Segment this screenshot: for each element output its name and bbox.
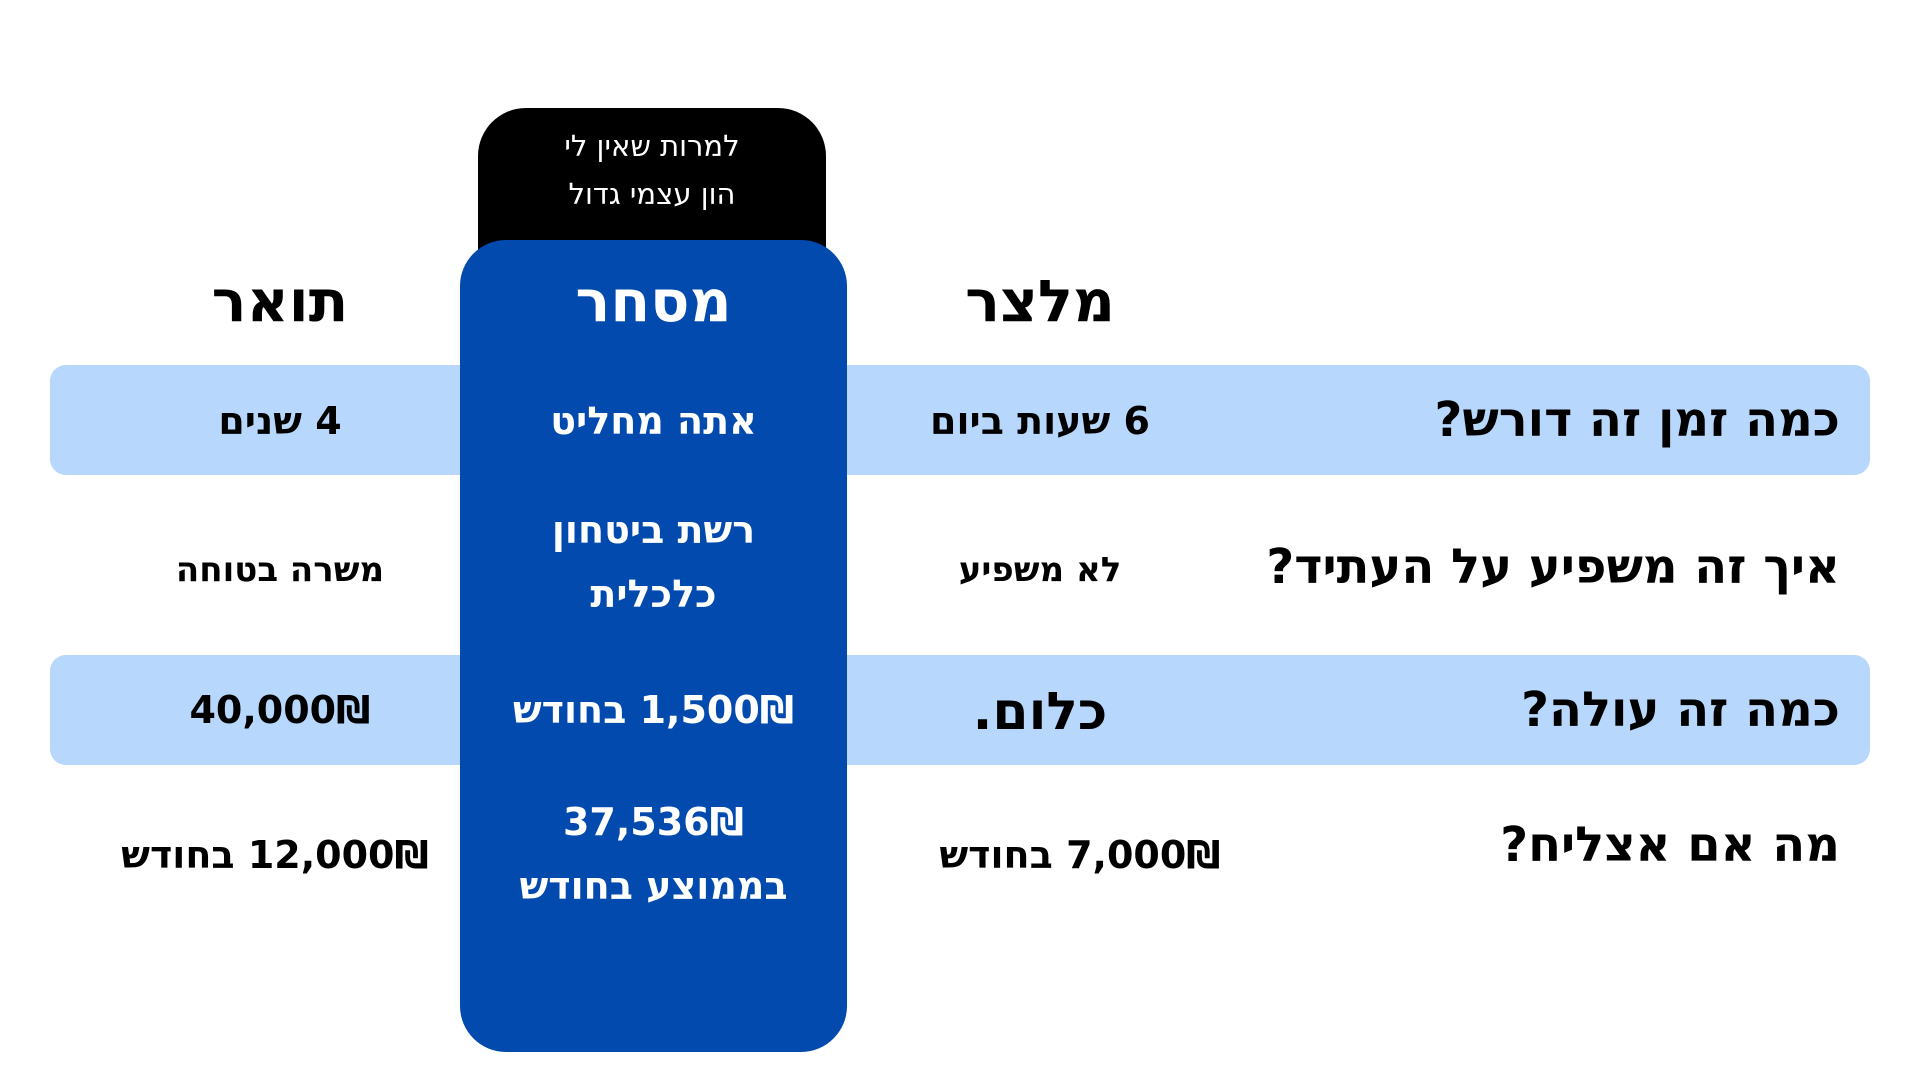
waiter-future-value: לא משפיע	[958, 550, 1122, 590]
trading-success-value: 37,536₪ בממוצע בחודש	[460, 790, 847, 918]
trading-future-value: רשת ביטחון כלכלית	[460, 498, 847, 626]
trading-time-value: אתה מחליט	[550, 399, 757, 443]
row-highlight-cost	[50, 655, 1870, 765]
row-question: כמה זה עולה?	[1521, 682, 1840, 738]
value-line: 37,536₪	[562, 800, 744, 844]
value-line: רשת ביטחון	[551, 508, 756, 552]
degree-success-value: 12,000₪ בחודש	[121, 833, 429, 877]
highlighted-column-trading	[460, 240, 847, 1052]
trading-cost-value: 1,500₪ בחודש	[512, 688, 795, 732]
waiter-time-value: 6 שעות ביום	[930, 399, 1150, 443]
waiter-success-value: 7,000₪ בחודש	[939, 833, 1221, 877]
column-header-trading: מסחר	[575, 267, 732, 335]
degree-future-value: משרה בטוחה	[175, 550, 385, 590]
row-question: כמה זמן זה דורש?	[1434, 392, 1841, 448]
value-line: כלכלית	[590, 572, 717, 616]
row-question: איך זה משפיע על העתיד?	[1266, 539, 1840, 595]
badge-line: הון עצמי גדול	[568, 177, 736, 211]
waiter-cost-value: כלום.	[972, 682, 1108, 742]
degree-cost-value: 40,000₪	[189, 688, 371, 732]
value-line: בממוצע בחודש	[519, 864, 788, 908]
column-header-waiter: מלצר	[965, 267, 1115, 335]
degree-time-value: 4 שנים	[218, 399, 342, 443]
badge-text: למרות שאין לי הון עצמי גדול	[478, 122, 826, 218]
row-question: מה אם אצליח?	[1500, 817, 1840, 873]
badge-line: למרות שאין לי	[564, 129, 740, 163]
row-highlight-time	[50, 365, 1870, 475]
column-header-degree: תואר	[211, 267, 349, 335]
